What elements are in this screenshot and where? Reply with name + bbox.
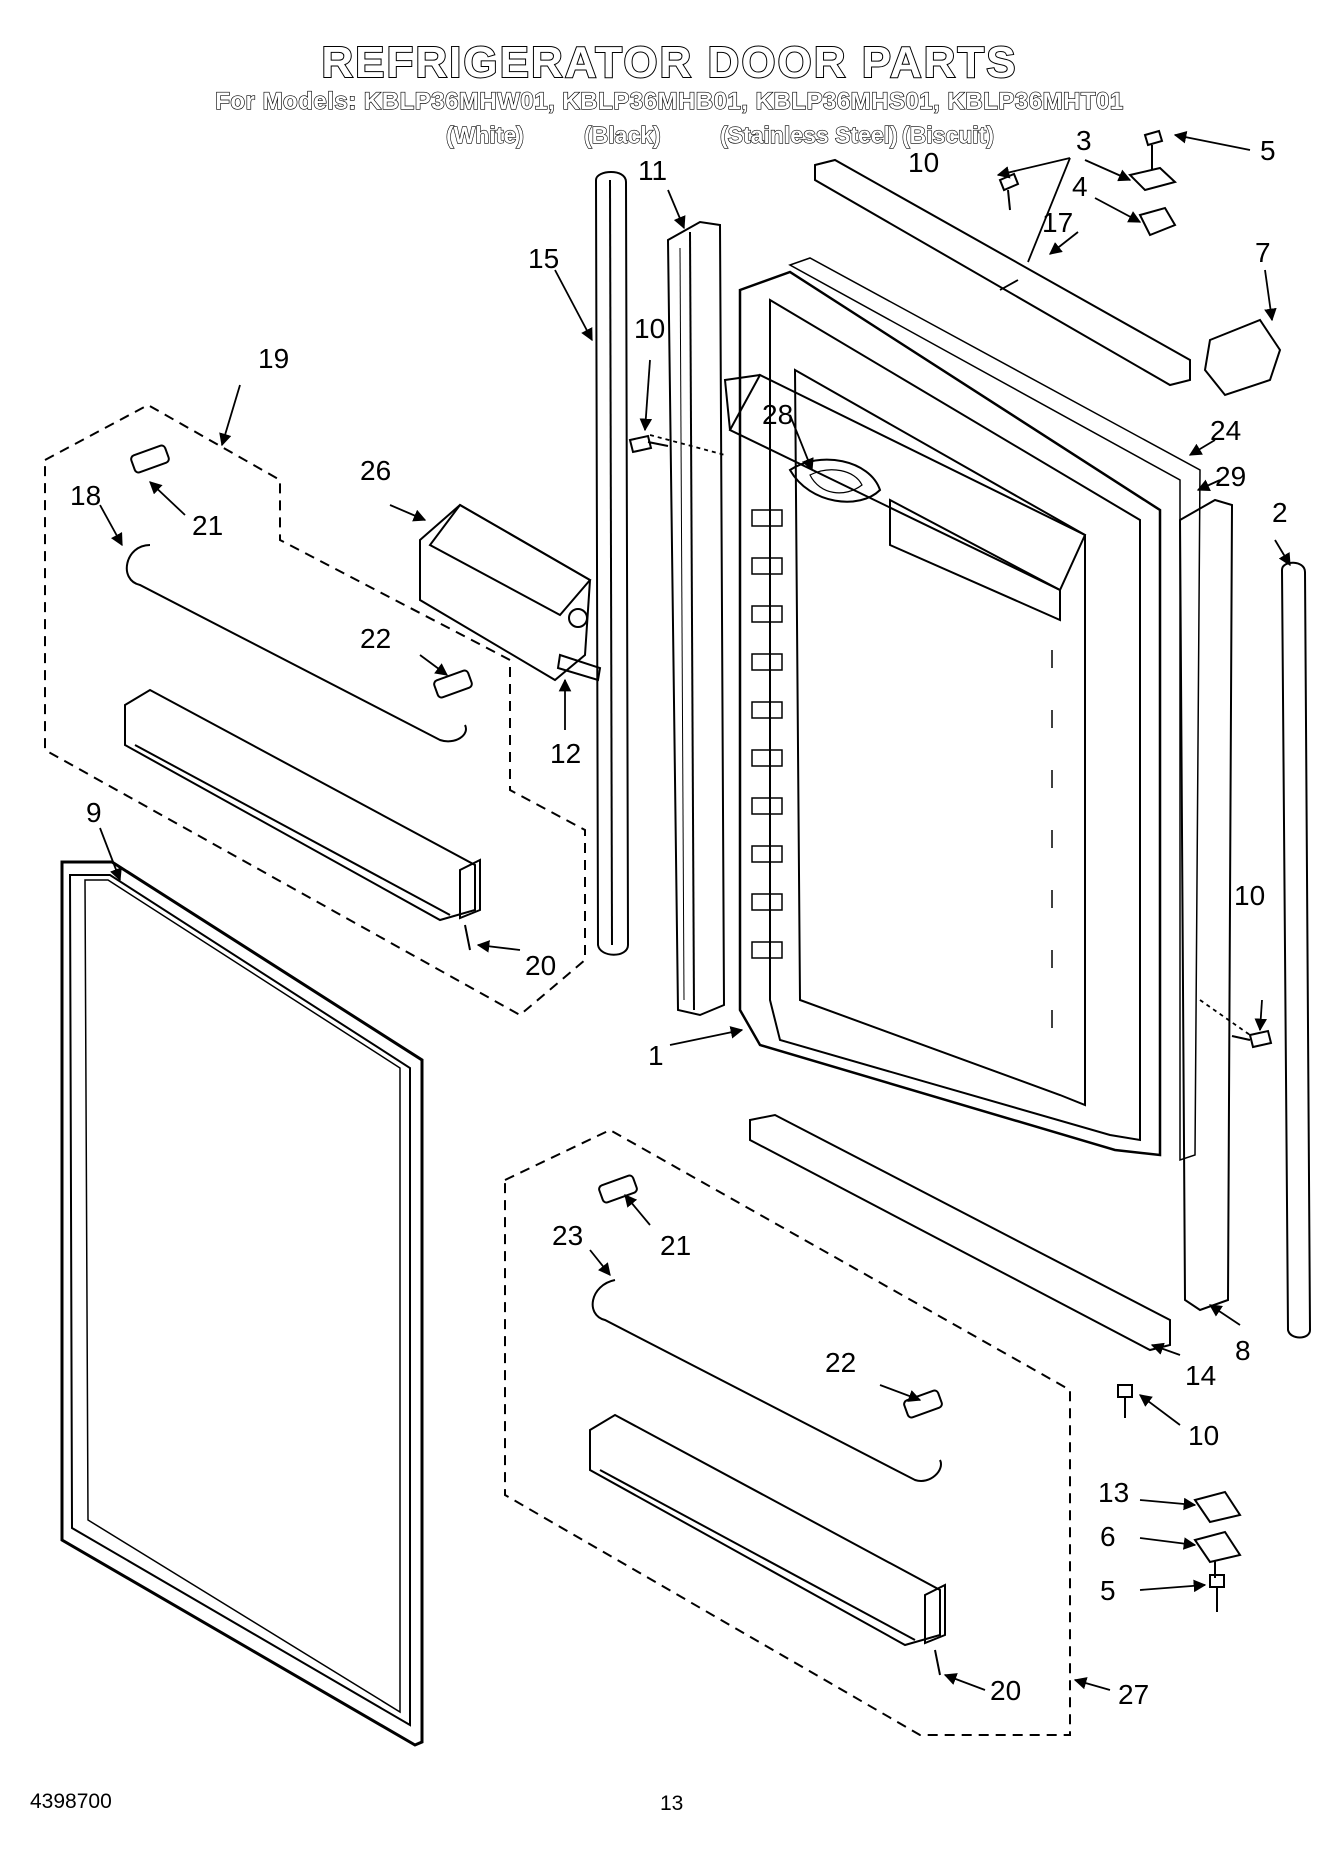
left-breaker-strip xyxy=(666,220,726,1017)
callout-21-lower: 21 xyxy=(660,1230,691,1261)
screw-5-bottom xyxy=(1209,1574,1225,1612)
document-number: 4398700 xyxy=(30,1790,112,1813)
callout-20-lower: 20 xyxy=(990,1675,1021,1706)
callout-26: 26 xyxy=(360,455,391,486)
shelf-rail-upper xyxy=(125,544,467,743)
callout-5-top: 5 xyxy=(1260,135,1276,166)
callout-1: 1 xyxy=(648,1040,664,1071)
door-shelf-upper xyxy=(124,688,481,922)
callout-11: 11 xyxy=(638,155,667,186)
callout-15: 15 xyxy=(528,243,559,274)
callout-2: 2 xyxy=(1272,497,1288,528)
right-breaker-strip xyxy=(1178,498,1234,1312)
dairy-door-cover xyxy=(419,503,592,682)
callout-23: 23 xyxy=(552,1220,583,1251)
callout-24: 24 xyxy=(1210,415,1241,446)
callout-29: 29 xyxy=(1215,461,1246,492)
door-liner xyxy=(723,270,1162,1157)
handle-clip-12 xyxy=(556,653,602,682)
gasket-strip xyxy=(594,171,630,956)
callout-22-lower: 22 xyxy=(825,1347,856,1378)
screw-5-top xyxy=(1143,129,1164,170)
shelf-stop-22b xyxy=(903,1389,943,1419)
callout-20-upper: 20 xyxy=(525,950,556,981)
shelf-stop-22a xyxy=(433,669,473,699)
page-title: REFRIGERATOR DOOR PARTS xyxy=(320,37,1018,88)
callout-19: 19 xyxy=(258,343,289,374)
screw-20-lower xyxy=(934,1649,941,1676)
callout-21-upper: 21 xyxy=(192,510,223,541)
hinge-13 xyxy=(1193,1490,1242,1524)
shelf-rail-lower xyxy=(591,1279,942,1482)
page-number: 13 xyxy=(660,1792,684,1815)
callout-27: 27 xyxy=(1118,1679,1149,1710)
callout-5-bottom: 5 xyxy=(1100,1575,1116,1606)
hinge-6 xyxy=(1193,1530,1242,1578)
callout-22-upper: 22 xyxy=(360,623,391,654)
screw-10-bottom xyxy=(1117,1384,1133,1418)
hinge-3 xyxy=(1128,166,1178,192)
variant-biscuit: (Biscuit) xyxy=(901,121,994,148)
callout-7: 7 xyxy=(1255,237,1271,268)
callout-18: 18 xyxy=(70,480,101,511)
shelf-stop-21a xyxy=(130,444,170,474)
callout-14: 14 xyxy=(1185,1360,1216,1391)
models-line: For Models: KBLP36MHW01, KBLP36MHB01, KB… xyxy=(215,87,1124,115)
callout-17: 17 xyxy=(1042,207,1073,238)
callout-10-top: 10 xyxy=(908,147,939,178)
group-box-upper xyxy=(44,403,586,1017)
callout-3: 3 xyxy=(1076,125,1092,156)
bottom-channel xyxy=(749,1113,1171,1352)
shelf-stop-21b xyxy=(598,1174,638,1204)
variant-black: (Black) xyxy=(583,121,661,148)
screw-10-left xyxy=(628,434,669,454)
top-channel xyxy=(814,158,1191,387)
callout-13: 13 xyxy=(1098,1477,1129,1508)
door-stop-7 xyxy=(1203,318,1282,397)
hinge-4 xyxy=(1138,206,1177,237)
group-box-lower xyxy=(504,1128,1071,1736)
callout-8: 8 xyxy=(1235,1335,1251,1366)
door-shelf-lower xyxy=(589,1413,946,1647)
callout-10-left: 10 xyxy=(634,313,665,344)
door-seal-24 xyxy=(788,257,1201,1162)
screw-20-upper xyxy=(464,924,471,951)
callout-12: 12 xyxy=(550,738,581,769)
callout-4: 4 xyxy=(1072,171,1088,202)
callout-10-right: 10 xyxy=(1234,880,1265,911)
variant-white: (White) xyxy=(445,121,524,148)
screw-10-right xyxy=(1231,1029,1273,1049)
callout-9: 9 xyxy=(86,797,102,828)
door-panel xyxy=(60,860,424,1747)
gasket-strip-right xyxy=(1280,561,1312,1339)
screw-10-top xyxy=(998,172,1020,211)
callout-28: 28 xyxy=(762,399,793,430)
callout-10-bottom: 10 xyxy=(1188,1420,1219,1451)
callout-6: 6 xyxy=(1100,1521,1116,1552)
variant-stainless: (Stainless Steel) xyxy=(719,121,898,148)
